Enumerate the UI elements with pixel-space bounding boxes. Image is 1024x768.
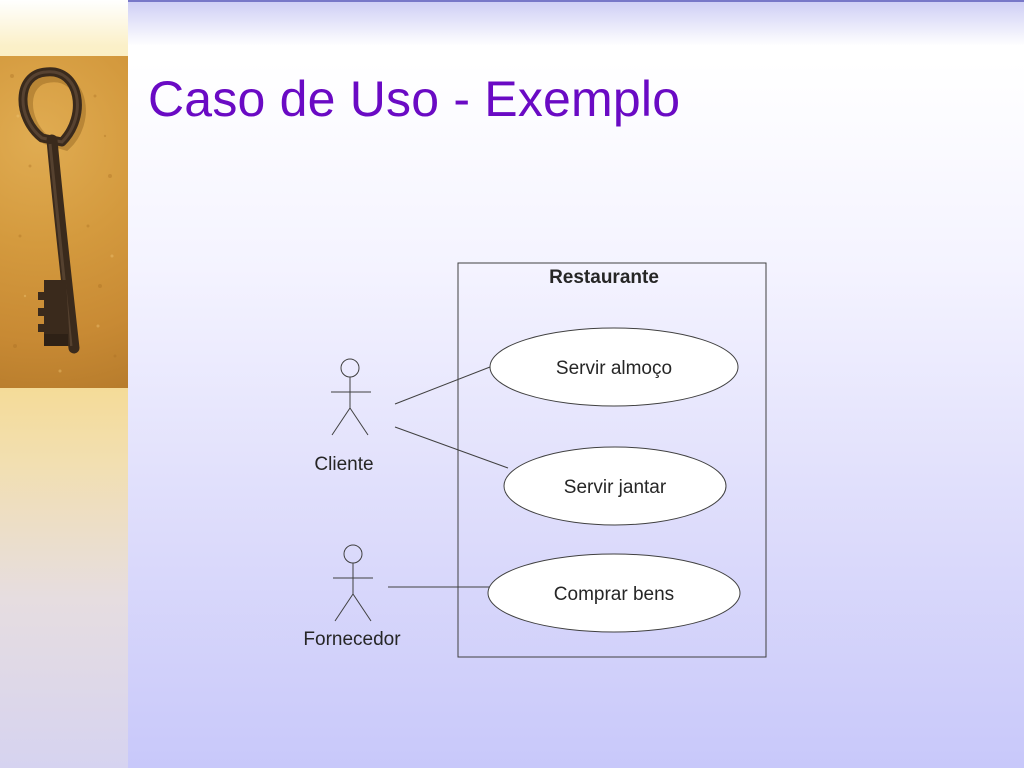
actor-fornecedor[interactable]: Fornecedor [303, 544, 401, 650]
use-case-comprar-bens[interactable]: Comprar bens [487, 553, 741, 633]
use-case-servir-jantar[interactable]: Servir jantar [503, 446, 727, 526]
actor-label: Fornecedor [303, 629, 401, 650]
use-case-servir-almoco[interactable]: Servir almoço [489, 327, 739, 407]
actor-cliente[interactable]: Cliente [314, 358, 374, 475]
top-shadow [128, 2, 1024, 46]
stick-figure-icon [331, 358, 371, 436]
use-case-label: Servir almoço [556, 358, 672, 379]
key-photo [0, 56, 128, 388]
actor-label: Cliente [314, 454, 373, 475]
use-case-label: Comprar bens [554, 584, 674, 605]
system-boundary [457, 262, 767, 658]
stick-figure-icon [333, 544, 373, 622]
association-cliente-servir-almoco [394, 366, 491, 405]
slide-title: Caso de Uso - Exemplo [148, 71, 681, 127]
association-cliente-servir-jantar [394, 426, 509, 469]
top-border-line [128, 0, 1024, 2]
system-name: Restaurante [549, 267, 659, 288]
use-case-label: Servir jantar [564, 477, 667, 498]
key-icon [10, 67, 117, 373]
